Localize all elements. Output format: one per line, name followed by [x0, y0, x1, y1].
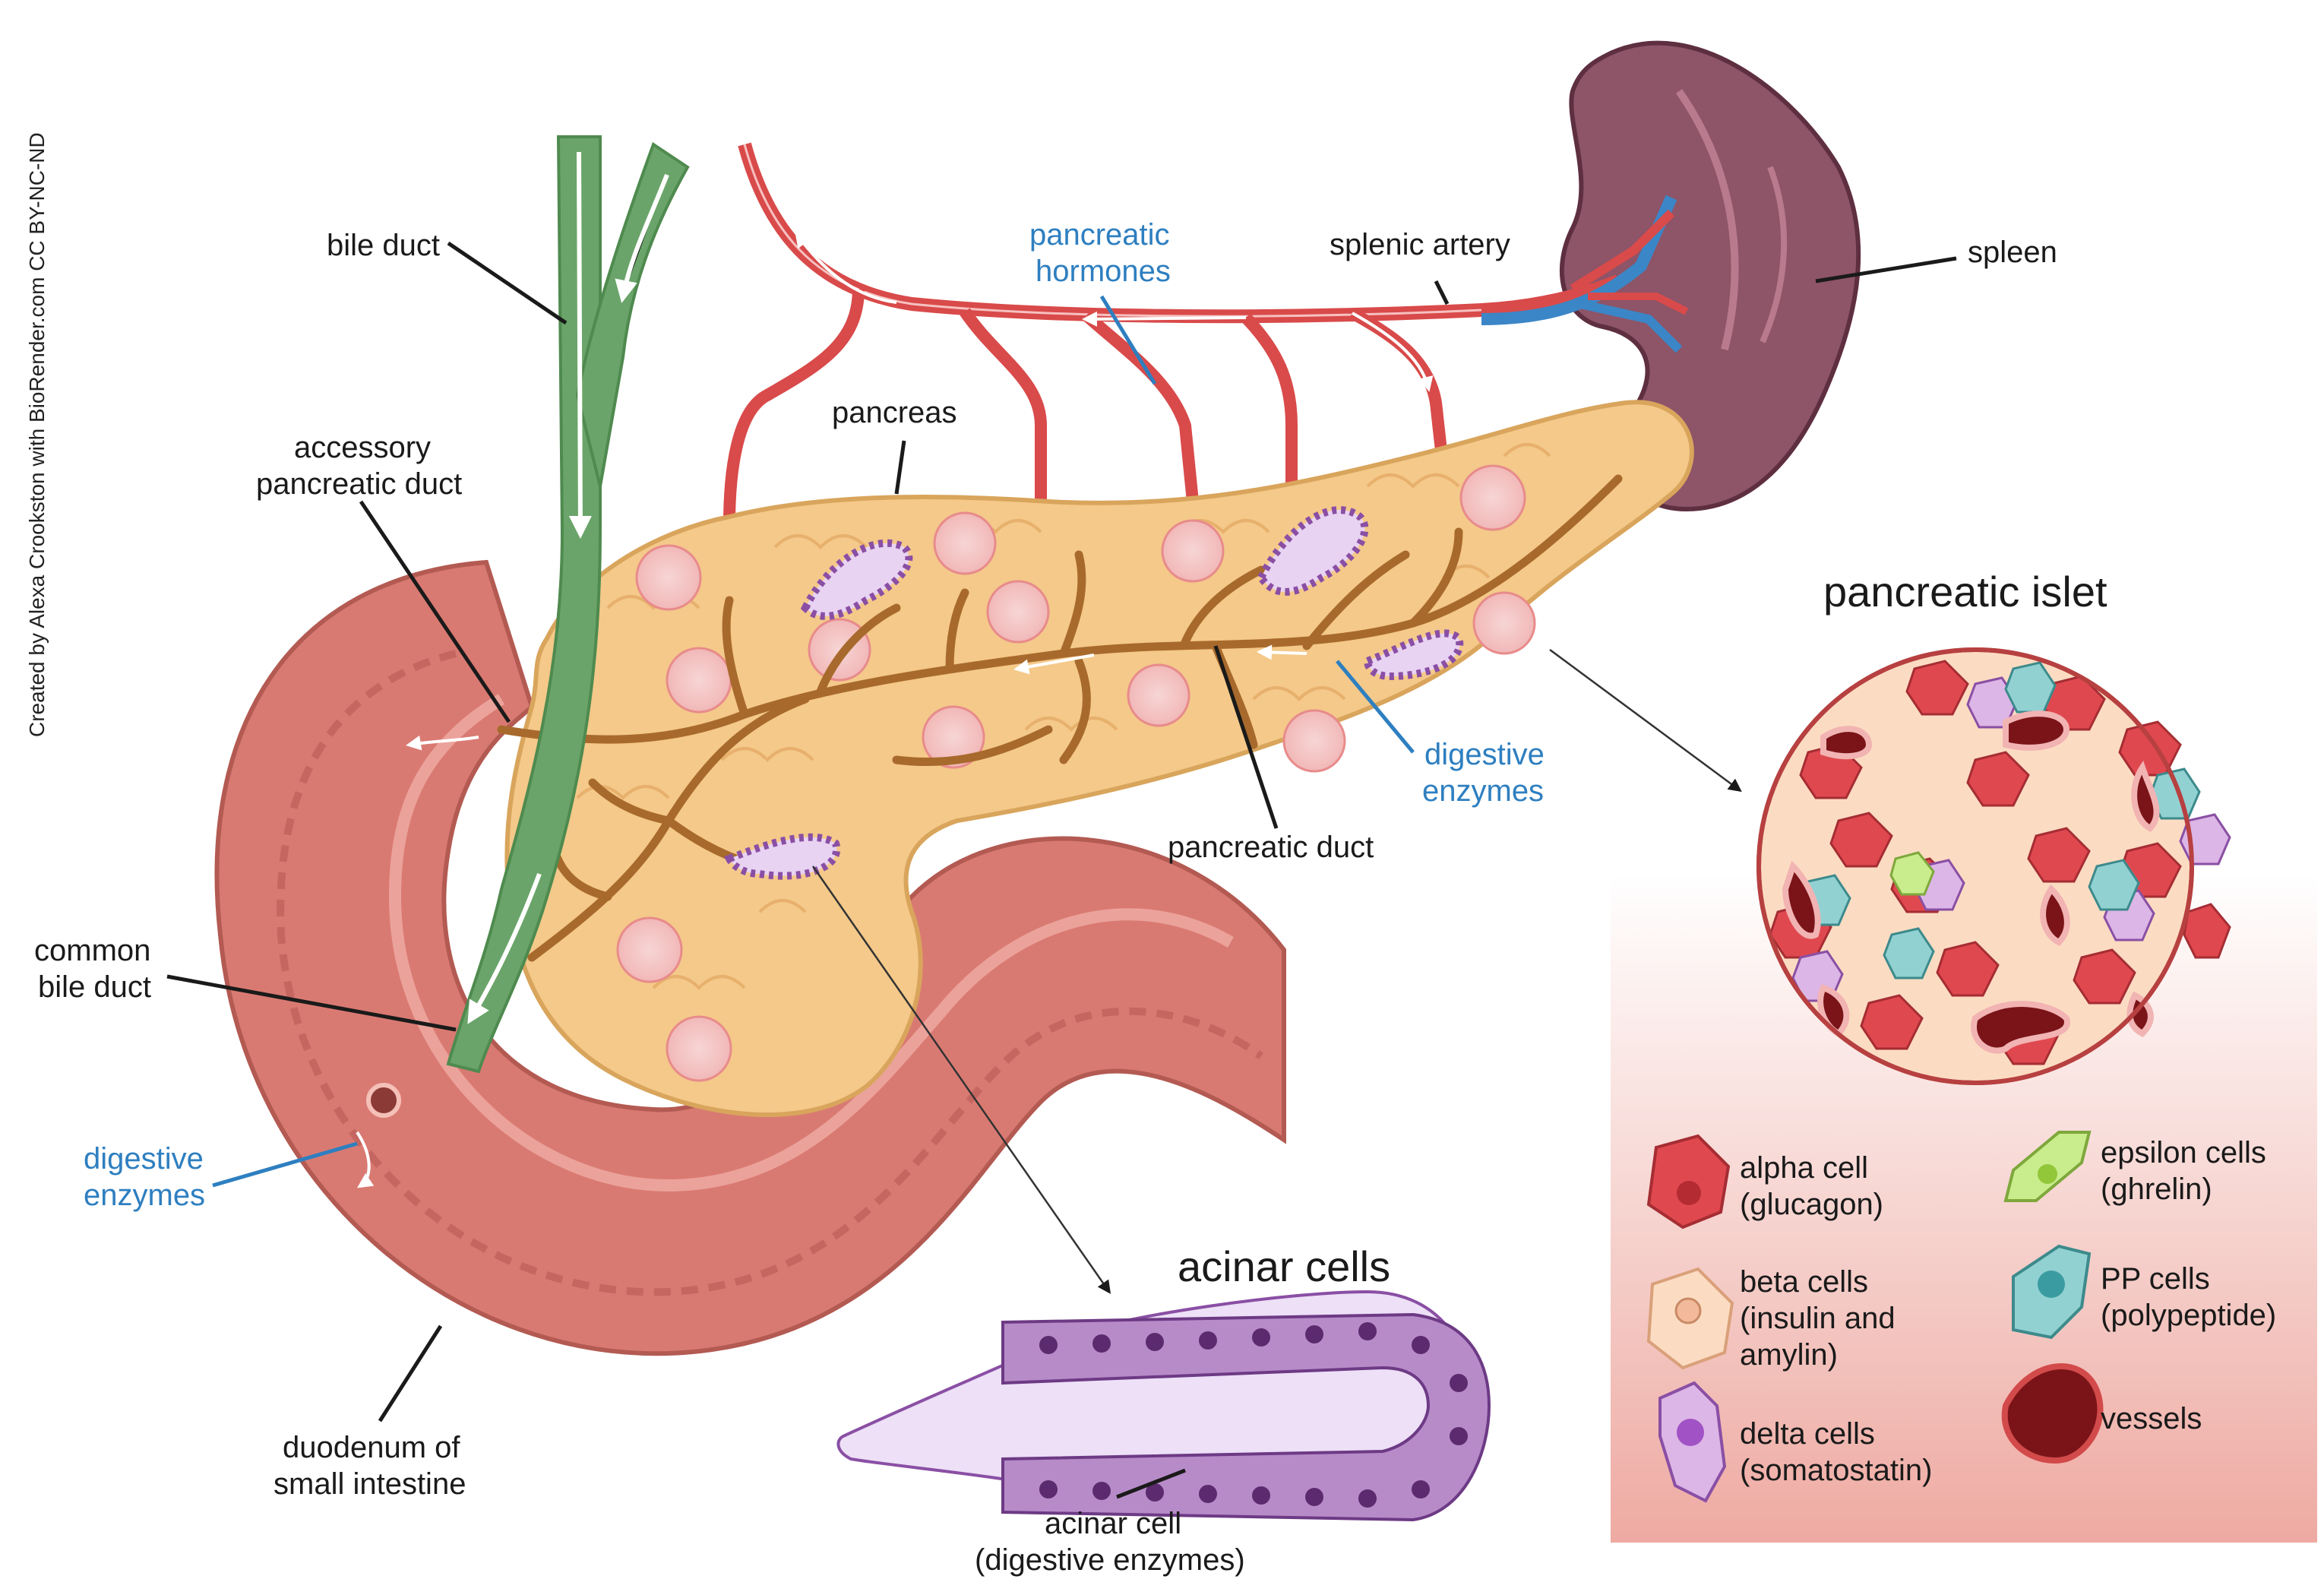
label-accessory-duct-1: accessory — [294, 431, 431, 464]
pancreas-islets — [616, 464, 1536, 1082]
label-digestive-enzymes-left-2: enzymes — [84, 1179, 205, 1212]
label-digestive-enzymes-top-2: enzymes — [1422, 774, 1544, 808]
bile-duct — [446, 135, 690, 1074]
legend-delta-line2: (somatostatin) — [1740, 1454, 1932, 1487]
alpha-cell-icon — [1646, 1134, 1731, 1229]
legend-delta-line1: delta cells — [1740, 1417, 1875, 1451]
legend-alpha-line1: alpha cell — [1740, 1151, 1868, 1185]
acinar-cells-detail — [836, 1290, 1491, 1522]
ampulla — [366, 1083, 401, 1118]
label-digestive-enzymes-top-1: digestive — [1424, 738, 1545, 771]
legend-beta-line2: (insulin and — [1740, 1302, 1896, 1335]
legend-pp-line2: (polypeptide) — [2101, 1299, 2276, 1332]
credit-text: Created by Alexa Crookston with BioRende… — [25, 132, 49, 737]
legend-beta-line1: beta cells — [1740, 1265, 1868, 1299]
islet-legend: alpha cell (glucagon) beta cells (insuli… — [1740, 1136, 2276, 1487]
legend-vessels-line1: vessels — [2101, 1402, 2202, 1435]
label-pancreas: pancreas — [832, 396, 957, 429]
legend-beta-line3: amylin) — [1740, 1338, 1838, 1372]
beta-cell-icon — [1646, 1267, 1734, 1370]
vessel-icon — [2001, 1362, 2104, 1464]
label-acinar-cell-1: acinar cell — [1045, 1507, 1181, 1540]
labels: bile duct pancreatic hormones splenic ar… — [34, 218, 2107, 1577]
flow-arrows — [356, 232, 1434, 1188]
label-duodenum-2: small intestine — [274, 1467, 466, 1501]
label-acinar-cell-2: (digestive enzymes) — [975, 1543, 1245, 1577]
label-spleen: spleen — [1968, 236, 2057, 269]
label-digestive-enzymes-left-1: digestive — [84, 1142, 204, 1176]
duodenum — [214, 559, 1286, 1356]
label-pancreatic-hormones-2: hormones — [1036, 255, 1171, 288]
leader-lines — [166, 241, 1957, 1499]
label-accessory-duct-2: pancreatic duct — [256, 467, 462, 501]
legend-epsilon-line1: epsilon cells — [2101, 1136, 2266, 1169]
label-common-bile-duct-2: bile duct — [38, 970, 151, 1004]
label-bile-duct: bile duct — [327, 229, 440, 262]
legend-pp-line1: PP cells — [2101, 1262, 2210, 1296]
epsilon-cell-icon — [2003, 1131, 2092, 1202]
label-common-bile-duct-1: common — [34, 934, 150, 967]
label-duodenum-1: duodenum of — [283, 1431, 460, 1464]
pp-cell-icon — [2012, 1244, 2092, 1340]
label-splenic-artery: splenic artery — [1330, 228, 1510, 261]
legend-epsilon-line2: (ghrelin) — [2101, 1173, 2212, 1206]
legend-alpha-line2: (glucagon) — [1740, 1188, 1883, 1221]
acinar-cells-title: acinar cells — [1178, 1242, 1390, 1290]
label-pancreatic-hormones-1: pancreatic — [1029, 218, 1170, 252]
pancreas-acini — [724, 506, 1464, 880]
islet-title: pancreatic islet — [1823, 568, 2107, 616]
label-pancreatic-duct: pancreatic duct — [1168, 831, 1374, 864]
delta-cell-icon — [1658, 1381, 1727, 1503]
islet-detail — [1756, 647, 2231, 1085]
spleen — [1560, 40, 1861, 512]
